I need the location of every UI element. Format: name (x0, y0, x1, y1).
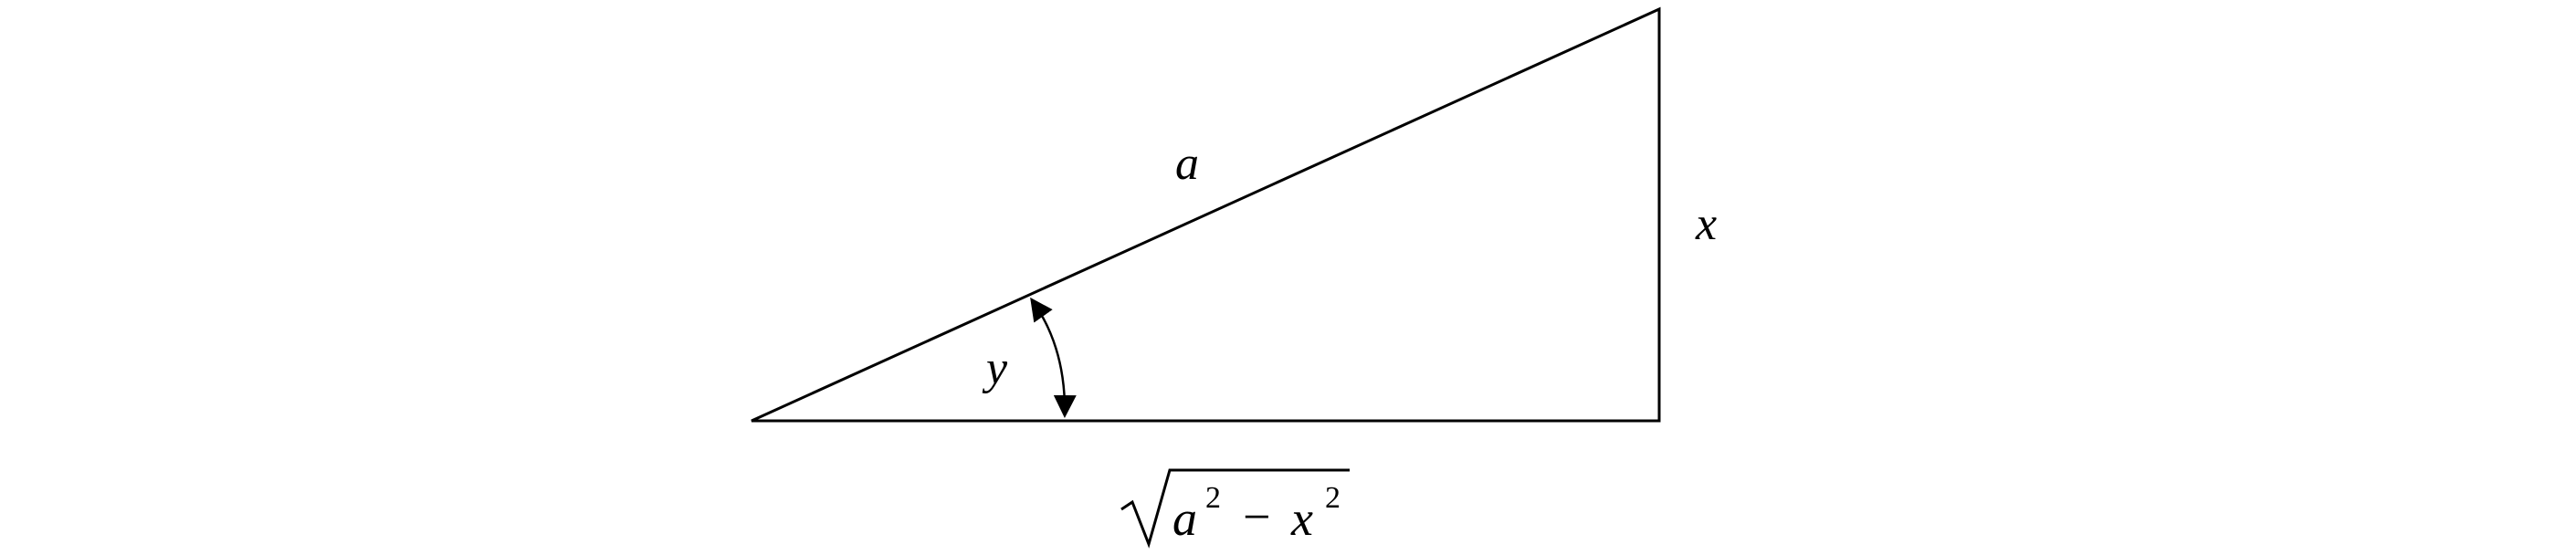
angle-arc (1030, 297, 1077, 418)
adjacent-base-x: x (1290, 491, 1313, 546)
right-triangle (751, 6, 1661, 423)
hypotenuse-label: a (1175, 138, 1199, 190)
adjacent-exponent-x: 2 (1325, 481, 1341, 515)
radical-sign (1120, 468, 1350, 549)
adjacent-minus-operator: − (1243, 489, 1270, 544)
adjacent-exponent-a: 2 (1205, 481, 1221, 515)
opposite-side-label: x (1695, 198, 1717, 250)
adjacent-base-a: a (1172, 491, 1197, 546)
adjacent-side-label: a 2 − x 2 (1120, 468, 1350, 549)
angle-label: y (982, 342, 1008, 394)
